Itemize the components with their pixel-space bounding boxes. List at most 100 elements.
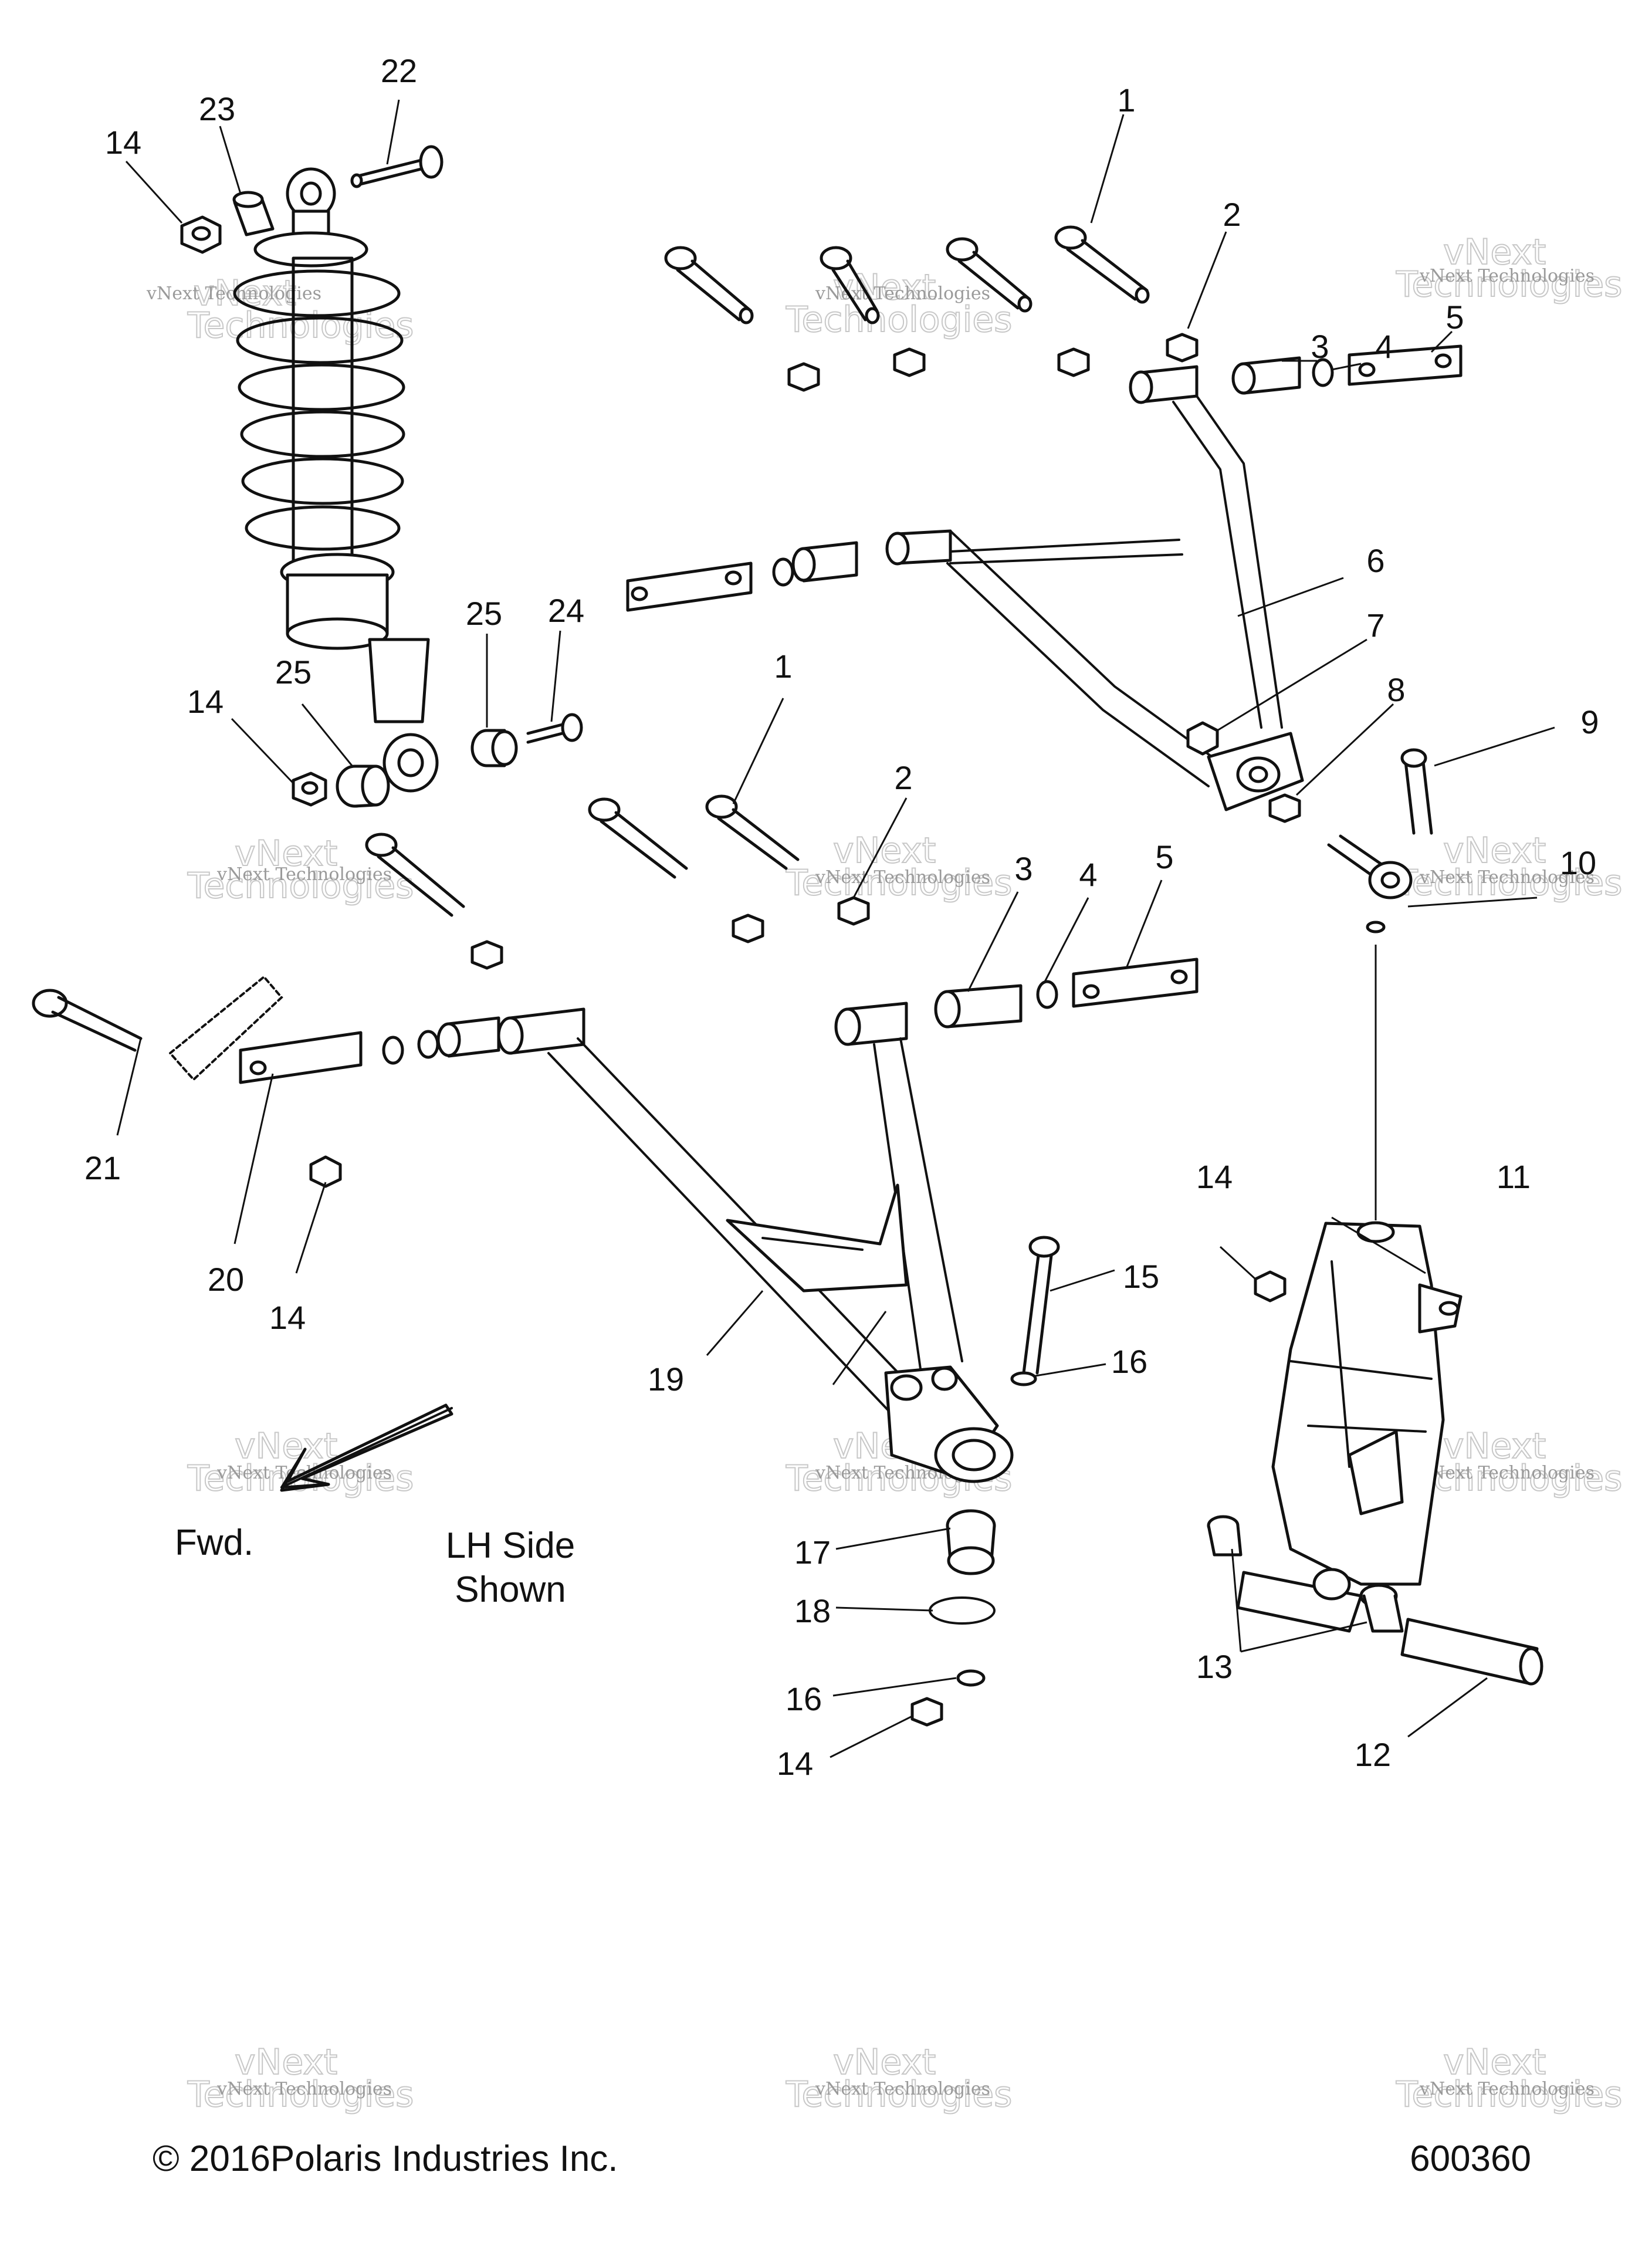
bolt	[946, 237, 1032, 313]
watermark-mid-right: vNext Technologies vNext Technologies	[1395, 830, 1623, 904]
callout-5: 5	[1155, 838, 1173, 875]
callout-5: 5	[1446, 299, 1464, 336]
upper-bolts	[664, 225, 1199, 392]
figure-number: 600360	[1410, 2139, 1531, 2179]
footer-copyright: © 2016Polaris Industries Inc.	[153, 2139, 618, 2179]
side-note-line1: LH Side	[446, 1525, 576, 1566]
watermark-big-text: Technologies	[1396, 264, 1622, 305]
shock-bottom-hardware	[292, 713, 583, 808]
bolt	[705, 794, 800, 870]
callout-2: 2	[1223, 196, 1241, 233]
callout-10: 10	[1560, 844, 1596, 881]
callout-1: 1	[1117, 82, 1135, 119]
watermark-top-center: vNext Technologies vNext Technologies	[785, 266, 1013, 341]
shock-top-hardware	[180, 145, 444, 254]
callout-3: 3	[1014, 850, 1032, 887]
bolt	[1054, 225, 1150, 304]
watermark-big-text: Technologies	[187, 2074, 414, 2115]
watermark-small-text: vNext Technologies	[815, 283, 990, 304]
nut	[893, 347, 926, 377]
watermark-big-text: Technologies	[786, 862, 1012, 904]
watermark-small-text: vNext Technologies	[216, 864, 392, 885]
bolt	[588, 797, 688, 879]
callout-7: 7	[1366, 607, 1384, 644]
watermark-big-text: vNext	[1443, 1426, 1546, 1467]
watermark-small-text: vNext Technologies	[1419, 1463, 1595, 1483]
callouts: 22 23 14 1 2 3 4 5 6 7 8 9 10 25 24 14 2…	[84, 52, 1599, 1782]
upper-a-arm	[626, 344, 1463, 811]
callout-9: 9	[1580, 703, 1599, 740]
callout-8: 8	[1387, 671, 1405, 708]
callout-6: 6	[1366, 542, 1384, 579]
bolt	[664, 246, 754, 324]
watermark-big-text: vNext	[833, 267, 936, 308]
callout-20: 20	[208, 1261, 244, 1298]
callout-23: 23	[199, 90, 235, 127]
callout-15: 15	[1123, 1258, 1159, 1295]
callout-16: 16	[786, 1680, 822, 1717]
callout-16: 16	[1111, 1343, 1147, 1380]
callout-24: 24	[548, 592, 584, 629]
nut	[837, 896, 870, 926]
callout-14: 14	[269, 1299, 306, 1336]
watermark-small-text: vNext Technologies	[815, 2079, 990, 2099]
lower-pivot-bolt	[32, 975, 342, 1188]
knuckle-bolt	[1010, 1236, 1060, 1386]
watermark-big-text: vNext	[235, 1426, 337, 1467]
watermark-mid-left: vNext Technologies vNext Technologies	[187, 833, 414, 907]
watermark-big-text: Technologies	[187, 865, 414, 906]
lower-bolts	[365, 794, 870, 970]
watermark-bottom-left: vNext Technologies vNext Technologies	[187, 2041, 414, 2116]
bolt	[365, 833, 465, 917]
forward-label: Fwd.	[175, 1523, 253, 1563]
watermark-small-text: vNext Technologies	[1419, 266, 1595, 286]
nut	[787, 362, 820, 392]
watermark-big-text: vNext	[235, 833, 337, 874]
callout-25: 25	[466, 595, 502, 632]
bolt	[820, 246, 880, 324]
side-note-line2: Shown	[455, 1569, 566, 1610]
callout-1: 1	[774, 648, 792, 685]
callout-17: 17	[794, 1534, 831, 1571]
watermark-mid-center: vNext Technologies vNext Technologies	[785, 830, 1013, 904]
callout-14: 14	[1196, 1158, 1233, 1195]
callout-19: 19	[648, 1361, 684, 1398]
nut	[732, 914, 764, 943]
watermark-big-text: Technologies	[1396, 862, 1622, 904]
callout-22: 22	[381, 52, 417, 89]
watermark-big-text: Technologies	[786, 299, 1012, 340]
callout-3: 3	[1311, 328, 1329, 365]
shock-absorber	[233, 167, 439, 793]
watermark-big-text: vNext	[833, 830, 936, 871]
callout-12: 12	[1355, 1736, 1391, 1773]
nut	[470, 940, 503, 970]
steering-knuckle	[1207, 1221, 1543, 1686]
callout-4: 4	[1375, 328, 1393, 365]
watermark-big-text: vNext	[1443, 830, 1546, 871]
callout-14: 14	[777, 1745, 813, 1782]
callout-2: 2	[894, 759, 912, 796]
watermarks: vNext Technologies vNext Technologies vN…	[146, 231, 1623, 2116]
forward-arrow-icon	[280, 1403, 453, 1492]
coil-spring	[233, 269, 405, 551]
lower-a-arm	[239, 958, 1199, 1483]
callout-21: 21	[84, 1149, 121, 1186]
watermark-big-text: vNext	[1443, 2042, 1546, 2083]
watermark-small-text: vNext Technologies	[1419, 867, 1595, 888]
callout-18: 18	[794, 1592, 831, 1629]
watermark-bottom-center: vNext Technologies vNext Technologies	[785, 2041, 1013, 2116]
callout-14: 14	[187, 683, 224, 720]
watermark-big-text: Technologies	[786, 2074, 1012, 2115]
watermark-big-text: vNext	[194, 273, 296, 314]
nut	[1057, 347, 1090, 377]
callout-25: 25	[275, 654, 312, 691]
watermark-big-text: Technologies	[1396, 2074, 1622, 2115]
rod-end-assembly	[1268, 748, 1433, 1220]
watermark-small-text: vNext Technologies	[1419, 2079, 1595, 2099]
callout-13: 13	[1196, 1648, 1233, 1685]
watermark-small-text: vNext Technologies	[216, 2079, 392, 2099]
watermark-small-text: vNext Technologies	[815, 867, 990, 888]
nut	[1166, 333, 1199, 363]
callout-4: 4	[1079, 856, 1097, 893]
